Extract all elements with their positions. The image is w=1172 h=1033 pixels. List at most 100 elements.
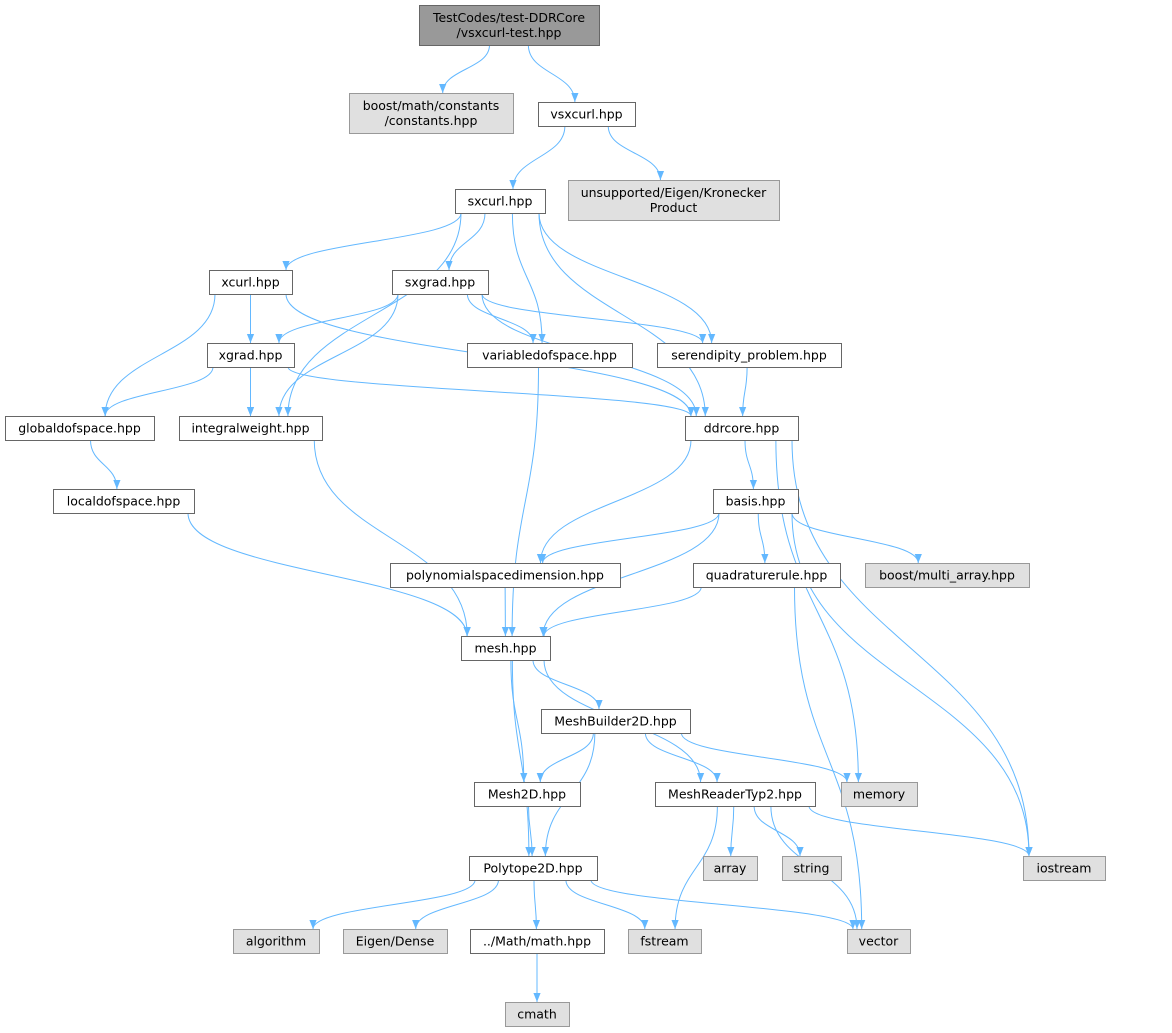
node-variabledofspace[interactable]: variabledofspace.hpp <box>467 343 633 368</box>
node-polyspacedim[interactable]: polynomialspacedimension.hpp <box>390 563 621 588</box>
node-box-memory[interactable] <box>841 782 918 807</box>
node-box-meshreader[interactable] <box>655 782 816 807</box>
node-box-mesh2d[interactable] <box>474 782 581 807</box>
edge-polytope-to-fstream <box>565 879 649 930</box>
node-quadrature[interactable]: quadraturerule.hpp <box>693 563 841 588</box>
edge-variabledofspace-to-mesh <box>508 366 539 637</box>
node-label-ddrcore-line-0: ddrcore.hpp <box>704 421 780 436</box>
edge-ddrcore-to-iostream <box>791 439 1033 857</box>
node-mesh[interactable]: mesh.hpp <box>461 636 551 661</box>
node-boost_constants[interactable]: boost/math/constants/constants.hpp <box>349 93 514 134</box>
node-box-fstream[interactable] <box>628 929 702 954</box>
node-label-fstream-line-0: fstream <box>640 934 688 949</box>
edge-quadrature-to-vector <box>794 586 866 930</box>
node-label-mathhpp-line-0: ../Math/math.hpp <box>483 934 591 949</box>
node-box-polytope[interactable] <box>469 856 598 881</box>
node-sxcurl[interactable]: sxcurl.hpp <box>455 189 546 214</box>
node-mathhpp[interactable]: ../Math/math.hpp <box>470 929 605 954</box>
node-box-quadrature[interactable] <box>693 563 841 588</box>
node-box-ddrcore[interactable] <box>685 416 799 441</box>
node-box-string[interactable] <box>782 856 842 881</box>
node-label-kronecker-line-0: unsupported/Eigen/Kronecker <box>581 185 767 200</box>
node-vsxcurl[interactable]: vsxcurl.hpp <box>538 102 636 127</box>
edge-polytope-to-eigen_dense <box>412 879 499 930</box>
node-mesh2d[interactable]: Mesh2D.hpp <box>474 782 581 807</box>
node-box-sxcurl[interactable] <box>455 189 546 214</box>
file-nodes: TestCodes/test-DDRCore/vsxcurl-test.hpp b… <box>5 5 1106 1027</box>
node-xgrad[interactable]: xgrad.hpp <box>207 343 295 368</box>
node-label-eigen_dense-line-0: Eigen/Dense <box>356 934 435 949</box>
node-box-iostream[interactable] <box>1023 856 1106 881</box>
edge-mesh2d-to-polytope <box>528 805 536 857</box>
edge-meshbuilder-to-mesh2d <box>536 732 594 783</box>
edge-basis-to-polyspacedim <box>539 512 720 564</box>
edge-basis-to-multi_array <box>791 512 922 564</box>
node-box-vector[interactable] <box>847 929 911 954</box>
node-sxgrad[interactable]: sxgrad.hpp <box>392 270 489 295</box>
node-integralweight[interactable]: integralweight.hpp <box>179 416 323 441</box>
node-box-localdofspace[interactable] <box>53 489 195 514</box>
node-multi_array[interactable]: boost/multi_array.hpp <box>865 563 1030 588</box>
node-box-cmath[interactable] <box>505 1002 570 1027</box>
node-box-mathhpp[interactable] <box>470 929 605 954</box>
node-iostream[interactable]: iostream <box>1023 856 1106 881</box>
node-box-algorithm[interactable] <box>233 929 320 954</box>
node-box-polyspacedim[interactable] <box>390 563 621 588</box>
node-box-integralweight[interactable] <box>179 416 323 441</box>
node-xcurl[interactable]: xcurl.hpp <box>209 270 293 295</box>
node-box-mesh[interactable] <box>461 636 551 661</box>
node-meshreader[interactable]: MeshReaderTyp2.hpp <box>655 782 816 807</box>
node-vector[interactable]: vector <box>847 929 911 954</box>
edge-mesh-to-polytope <box>511 659 533 857</box>
node-box-serendipity[interactable] <box>657 343 842 368</box>
edge-root-to-vsxcurl <box>527 44 579 103</box>
node-memory[interactable]: memory <box>841 782 918 807</box>
node-box-globaldofspace[interactable] <box>5 416 155 441</box>
node-polytope[interactable]: Polytope2D.hpp <box>469 856 598 881</box>
node-label-cmath-line-0: cmath <box>517 1007 557 1022</box>
edge-sxcurl-to-serendipity <box>538 212 716 344</box>
edge-localdofspace-to-mesh <box>187 512 471 637</box>
edge-meshbuilder-to-memory <box>680 732 851 783</box>
node-eigen_dense[interactable]: Eigen/Dense <box>343 929 448 954</box>
node-box-array[interactable] <box>703 856 758 881</box>
node-string[interactable]: string <box>782 856 842 881</box>
node-box-basis[interactable] <box>713 489 799 514</box>
edge-vsxcurl-to-kronecker <box>607 125 665 181</box>
node-ddrcore[interactable]: ddrcore.hpp <box>685 416 799 441</box>
node-array[interactable]: array <box>703 856 758 881</box>
edge-sxgrad-to-variabledofspace <box>466 293 537 344</box>
node-box-kronecker[interactable] <box>568 180 780 221</box>
node-cmath[interactable]: cmath <box>505 1002 570 1027</box>
node-label-meshbuilder-line-0: MeshBuilder2D.hpp <box>554 714 677 729</box>
node-box-eigen_dense[interactable] <box>343 929 448 954</box>
edge-globaldofspace-to-localdofspace <box>90 439 121 490</box>
node-algorithm[interactable]: algorithm <box>233 929 320 954</box>
node-label-mesh-line-0: mesh.hpp <box>474 641 536 656</box>
edge-sxcurl-to-integralweight <box>284 212 462 417</box>
node-box-meshbuilder[interactable] <box>541 709 691 734</box>
node-box-xcurl[interactable] <box>209 270 293 295</box>
edge-mesh-to-meshbuilder <box>532 659 603 710</box>
node-box-xgrad[interactable] <box>207 343 295 368</box>
edge-basis-to-mesh <box>539 512 720 637</box>
edge-meshreader-to-iostream <box>808 805 1033 857</box>
node-globaldofspace[interactable]: globaldofspace.hpp <box>5 416 155 441</box>
node-fstream[interactable]: fstream <box>628 929 702 954</box>
node-box-boost_constants[interactable] <box>349 93 514 134</box>
node-meshbuilder[interactable]: MeshBuilder2D.hpp <box>541 709 691 734</box>
node-box-variabledofspace[interactable] <box>467 343 633 368</box>
node-box-vsxcurl[interactable] <box>538 102 636 127</box>
node-serendipity[interactable]: serendipity_problem.hpp <box>657 343 842 368</box>
node-root[interactable]: TestCodes/test-DDRCore/vsxcurl-test.hpp <box>419 5 600 46</box>
node-box-root[interactable] <box>419 5 600 46</box>
node-localdofspace[interactable]: localdofspace.hpp <box>53 489 195 514</box>
node-label-serendipity-line-0: serendipity_problem.hpp <box>671 348 827 363</box>
edge-polytope-to-mathhpp <box>532 879 540 930</box>
edge-vsxcurl-to-sxcurl <box>509 125 566 190</box>
node-box-sxgrad[interactable] <box>392 270 489 295</box>
node-box-multi_array[interactable] <box>865 563 1030 588</box>
node-basis[interactable]: basis.hpp <box>713 489 799 514</box>
